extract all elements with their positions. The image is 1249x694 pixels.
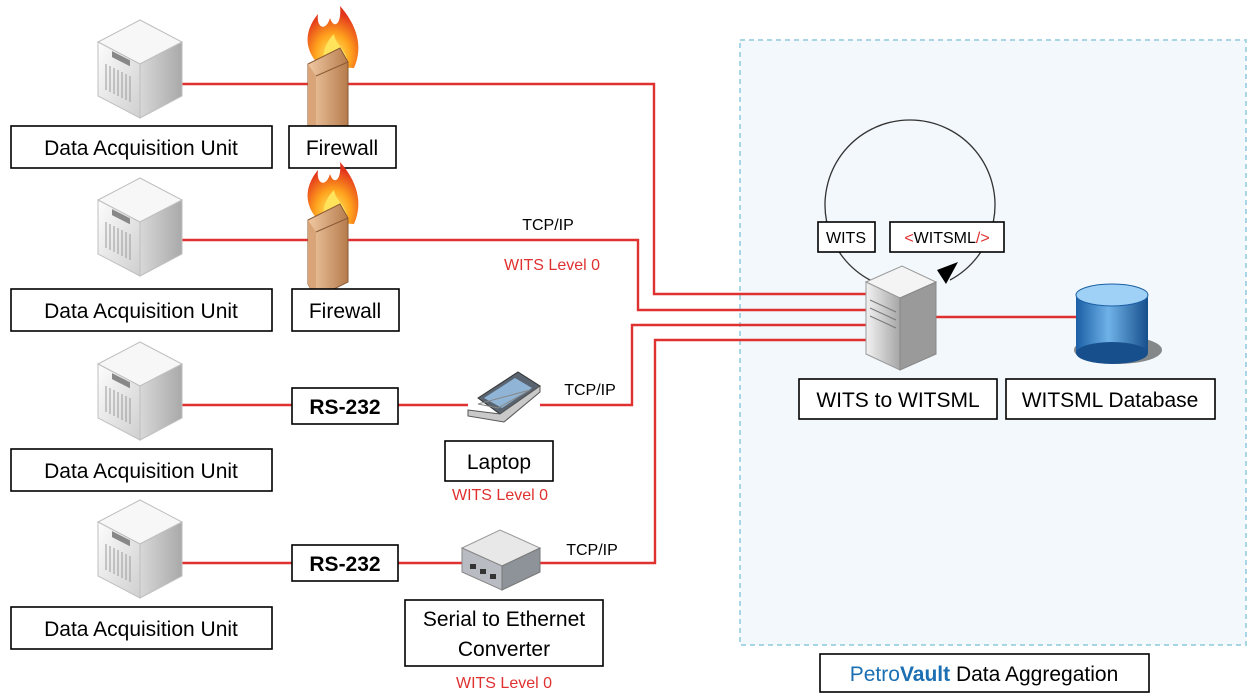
laptop-label: Laptop [467, 451, 531, 474]
row2-level: WITS Level 0 [504, 257, 600, 274]
row2-protocol: TCP/IP [522, 217, 574, 234]
wits-tag-label: WITS [826, 230, 866, 247]
brand-text: PetroVault Data Aggregation [850, 663, 1119, 686]
row4-protocol: TCP/IP [566, 542, 618, 559]
source-box-3: Data Acquisition Unit [10, 448, 273, 492]
server-icon [97, 341, 183, 441]
firewall-box-1: Firewall [288, 125, 397, 169]
firewall-label-1: Firewall [306, 137, 378, 160]
link-row1 [182, 82, 870, 296]
server-icon [97, 177, 183, 277]
connection-lines [182, 82, 1078, 565]
rs232-label-1: RS-232 [309, 396, 380, 419]
brand-label: PetroVault Data Aggregation [819, 653, 1150, 693]
rs232-box-1: RS-232 [291, 387, 399, 425]
source-label-4: Data Acquisition Unit [44, 618, 238, 641]
source-box-2: Data Acquisition Unit [10, 288, 273, 332]
firewall-box-2: Firewall [291, 288, 400, 332]
rs232-box-2: RS-232 [291, 544, 399, 582]
converter-label-line2: Converter [458, 638, 550, 661]
laptop-note: WITS Level 0 [452, 487, 548, 504]
wits-tag: WITS [817, 221, 876, 253]
converter-note: WITS Level 0 [456, 675, 552, 692]
firewall-label-2: Firewall [309, 300, 381, 323]
firewall-icon [307, 5, 359, 143]
link-row3-c [540, 323, 870, 407]
rs232-label-2: RS-232 [309, 553, 380, 576]
laptop-box: Laptop [444, 440, 554, 482]
server-box: WITS to WITSML [798, 378, 998, 420]
aggregation-zone [739, 39, 1247, 646]
database-box: WITSML Database [1005, 378, 1216, 420]
database-icon [1074, 283, 1162, 364]
laptop-icon [467, 371, 541, 423]
converter-label-line1: Serial to Ethernet [423, 608, 585, 631]
server-label: WITS to WITSML [816, 389, 979, 412]
source-label-1: Data Acquisition Unit [44, 137, 238, 160]
row3-protocol: TCP/IP [564, 382, 616, 399]
source-box-1: Data Acquisition Unit [10, 125, 273, 169]
firewall-icon [307, 161, 359, 299]
converter-icon [460, 529, 542, 591]
witsml-tag-label: <WITSML/> [904, 230, 989, 247]
server-icon [97, 499, 183, 599]
link-row4-c [540, 338, 870, 565]
witsml-tag: <WITSML/> [889, 221, 1005, 253]
source-box-4: Data Acquisition Unit [10, 606, 273, 650]
database-label: WITSML Database [1022, 389, 1199, 412]
link-row2 [182, 238, 870, 312]
converter-box: Serial to Ethernet Converter [404, 599, 604, 667]
server-icon [97, 19, 183, 119]
source-label-2: Data Acquisition Unit [44, 300, 238, 323]
source-label-3: Data Acquisition Unit [44, 460, 238, 483]
server-tower-icon [864, 265, 938, 371]
